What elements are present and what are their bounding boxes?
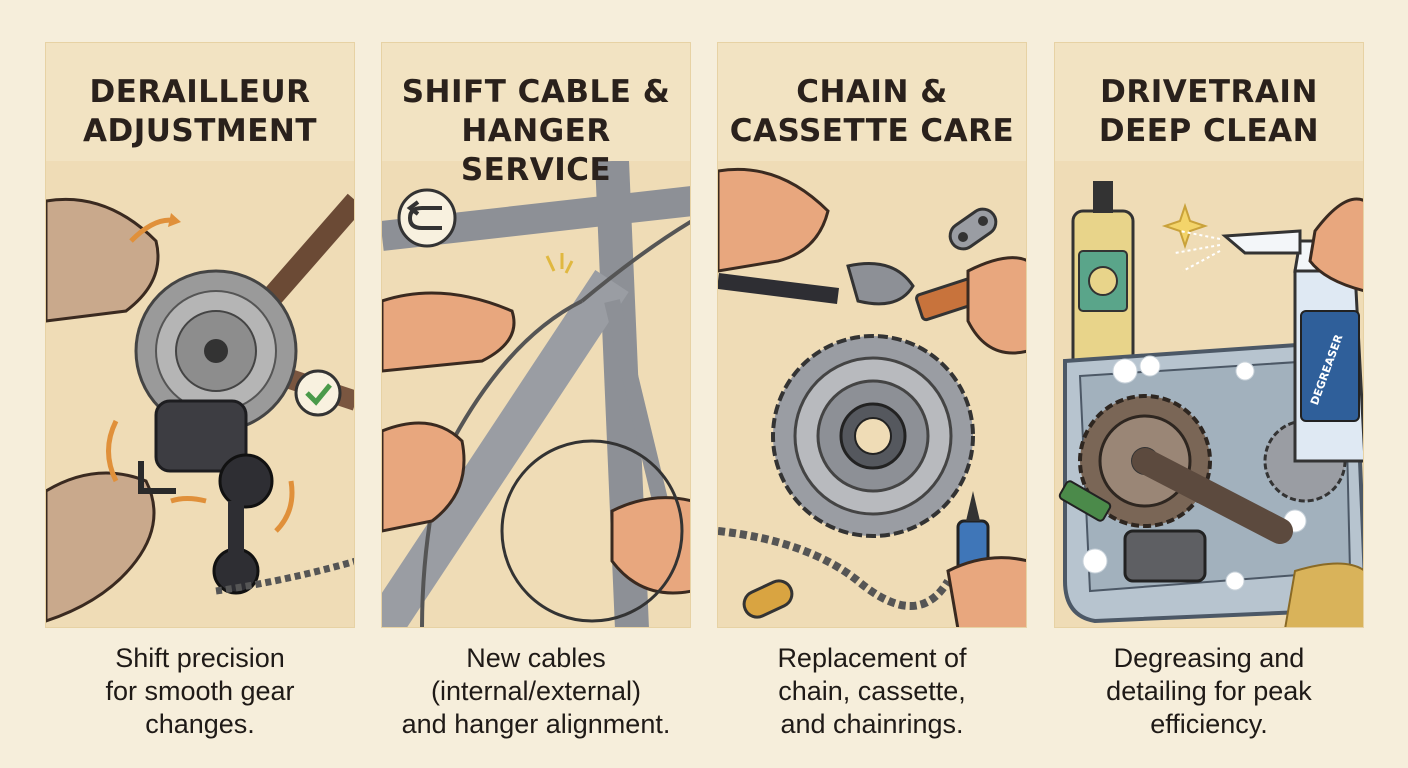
u-turn-arrow-icon	[397, 188, 457, 248]
chain	[215, 557, 354, 595]
check-icon	[294, 369, 342, 417]
deep-clean-illustration: DEGREASER	[1055, 161, 1363, 627]
panel-title: SHIFT CABLE & HANGER SERVICE	[401, 74, 671, 188]
arrow-icon	[106, 419, 119, 483]
degreaser-bottle	[1071, 181, 1135, 373]
foam	[1082, 355, 1307, 591]
chain-link-icon	[948, 207, 998, 251]
hand	[382, 421, 466, 533]
panel-shift-cable: SHIFT CABLE & HANGER SERVICE	[381, 42, 691, 628]
panel-title: DERAILLEUR ADJUSTMENT	[82, 74, 318, 149]
derailleur-body	[154, 399, 274, 595]
hand	[382, 291, 516, 373]
gear-icon	[134, 269, 298, 433]
hand	[610, 496, 690, 595]
panel-caption: Shift precision for smooth gear changes.	[105, 643, 295, 739]
panel-caption: Degreasing and detailing for peak effici…	[1106, 643, 1312, 739]
spray-bottle-icon: DEGREASER	[1221, 229, 1363, 463]
hand	[46, 197, 160, 323]
cassette-icon	[771, 334, 975, 538]
zoom-lens	[500, 439, 684, 623]
rag	[1284, 562, 1363, 627]
panel-caption: New cables (internal/external) and hange…	[401, 643, 671, 739]
brush	[1058, 480, 1112, 522]
pedal	[1123, 529, 1207, 583]
chain-whip-tool	[718, 273, 839, 304]
spray-mist	[1174, 230, 1221, 272]
arrow-icon	[170, 496, 207, 504]
sparkle-icon	[1161, 202, 1209, 250]
chain-link-icon	[742, 579, 794, 619]
panel-title: CHAIN & CASSETTE CARE	[729, 74, 1015, 149]
chain	[718, 527, 952, 610]
panel-title: DRIVETRAIN DEEP CLEAN	[1098, 74, 1320, 149]
hand	[966, 256, 1026, 355]
panel-derailleur: DERAILLEUR ADJUSTMENT	[45, 42, 355, 628]
hand	[718, 167, 830, 273]
hand	[946, 556, 1026, 627]
panel-deep-clean: DRIVETRAIN DEEP CLEAN	[1054, 42, 1364, 628]
wrench-icon	[138, 461, 176, 494]
panel-chain-cassette: CHAIN & CASSETTE CARE	[717, 42, 1027, 628]
derailleur-illustration	[46, 161, 354, 627]
panel-caption: Replacement of chain, cassette, and chai…	[777, 643, 967, 739]
crankset-icon	[1078, 394, 1293, 544]
arrow-icon	[274, 480, 295, 533]
sparkle-icon	[545, 253, 574, 274]
chain-cassette-illustration	[718, 161, 1026, 627]
shift-cable-illustration	[382, 161, 690, 627]
hand	[46, 471, 156, 623]
hand	[1308, 197, 1363, 293]
